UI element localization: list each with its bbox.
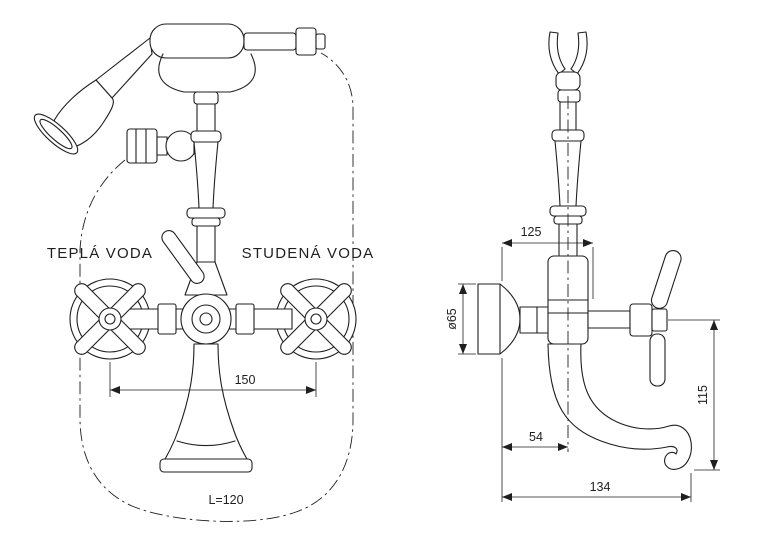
column-ring-1 [190,130,222,143]
body-arm-right [221,308,293,330]
handle-spoke-lower [649,333,666,387]
body-union-right [235,303,255,335]
handle-side [587,249,682,387]
shower-tube [243,32,297,51]
column-stem-bottom [196,225,216,263]
wall-flange [477,283,521,355]
dimension-handle-spacing: 150 [109,362,317,397]
body-hub-center [199,312,213,326]
cradle-fork-side [548,31,588,103]
spout-bell [163,343,249,462]
dimension-value-125: 125 [521,225,542,239]
handle-shaft [587,310,631,329]
handle-nut-side [651,308,668,332]
dimension-spout-height: 115 [668,319,720,471]
spout-side [547,343,692,470]
dimension-wall-to-axis: 54 [501,358,568,502]
handle-hub-center [104,313,116,325]
shower-hose-centerline [79,52,354,522]
hand-shower [33,23,326,155]
dimension-value-150: 150 [235,373,256,387]
column-ring-2 [186,207,226,219]
flange-profile [477,283,521,355]
body-union-left [157,303,177,335]
body-hub-mid [191,304,221,334]
shower-end-cap [295,27,317,56]
dimension-wall-to-handle: 125 [501,225,594,299]
dimension-hose-length: L=120 [208,493,243,507]
fork-collar [557,89,581,103]
column-taper [193,141,219,209]
side-view: 125 ø65 54 134 115 [445,31,720,502]
fork-prong-right [570,31,588,75]
dimension-value-diameter: ø65 [445,308,459,330]
dimension-value-54: 54 [529,430,543,444]
shower-end-nub [315,33,326,50]
handle-hub-side [629,303,653,337]
shower-face [33,113,79,155]
shower-grip [149,23,245,59]
front-view: TEPLÁ VODA STUDENÁ VODA 150 L=120 [33,23,375,522]
handle-hub [304,307,328,331]
spout-lip [159,458,253,473]
shower-cradle [158,53,256,105]
handle-hub [98,307,122,331]
column-stem-top [196,103,216,132]
cold-water-handle [280,283,352,355]
hot-water-handle [74,283,146,355]
body-arm-left [119,308,191,330]
label-hot-water: TEPLÁ VODA [47,245,153,262]
column-ring-3 [191,217,221,227]
faucet-column-front [184,103,228,296]
fork-prong-left [548,31,566,75]
cradle-hook [158,53,256,93]
label-cold-water: STUDENÁ VODA [242,245,375,262]
dimension-flange-diameter: ø65 [445,283,476,355]
spout-inner-line [176,440,236,447]
hose-nut [126,128,158,164]
handle-hub-center [310,313,322,325]
dimension-value-134: 134 [590,480,611,494]
shower-face-inner [39,118,73,150]
body-hub [180,293,232,345]
dimension-spout-reach: 134 [502,473,692,502]
fork-base [555,71,581,91]
spout-front [159,343,253,473]
diverter-lever [161,230,205,284]
dimension-value-115: 115 [696,385,710,405]
cradle-collar [193,91,219,105]
handle-spoke-upper [650,249,682,309]
